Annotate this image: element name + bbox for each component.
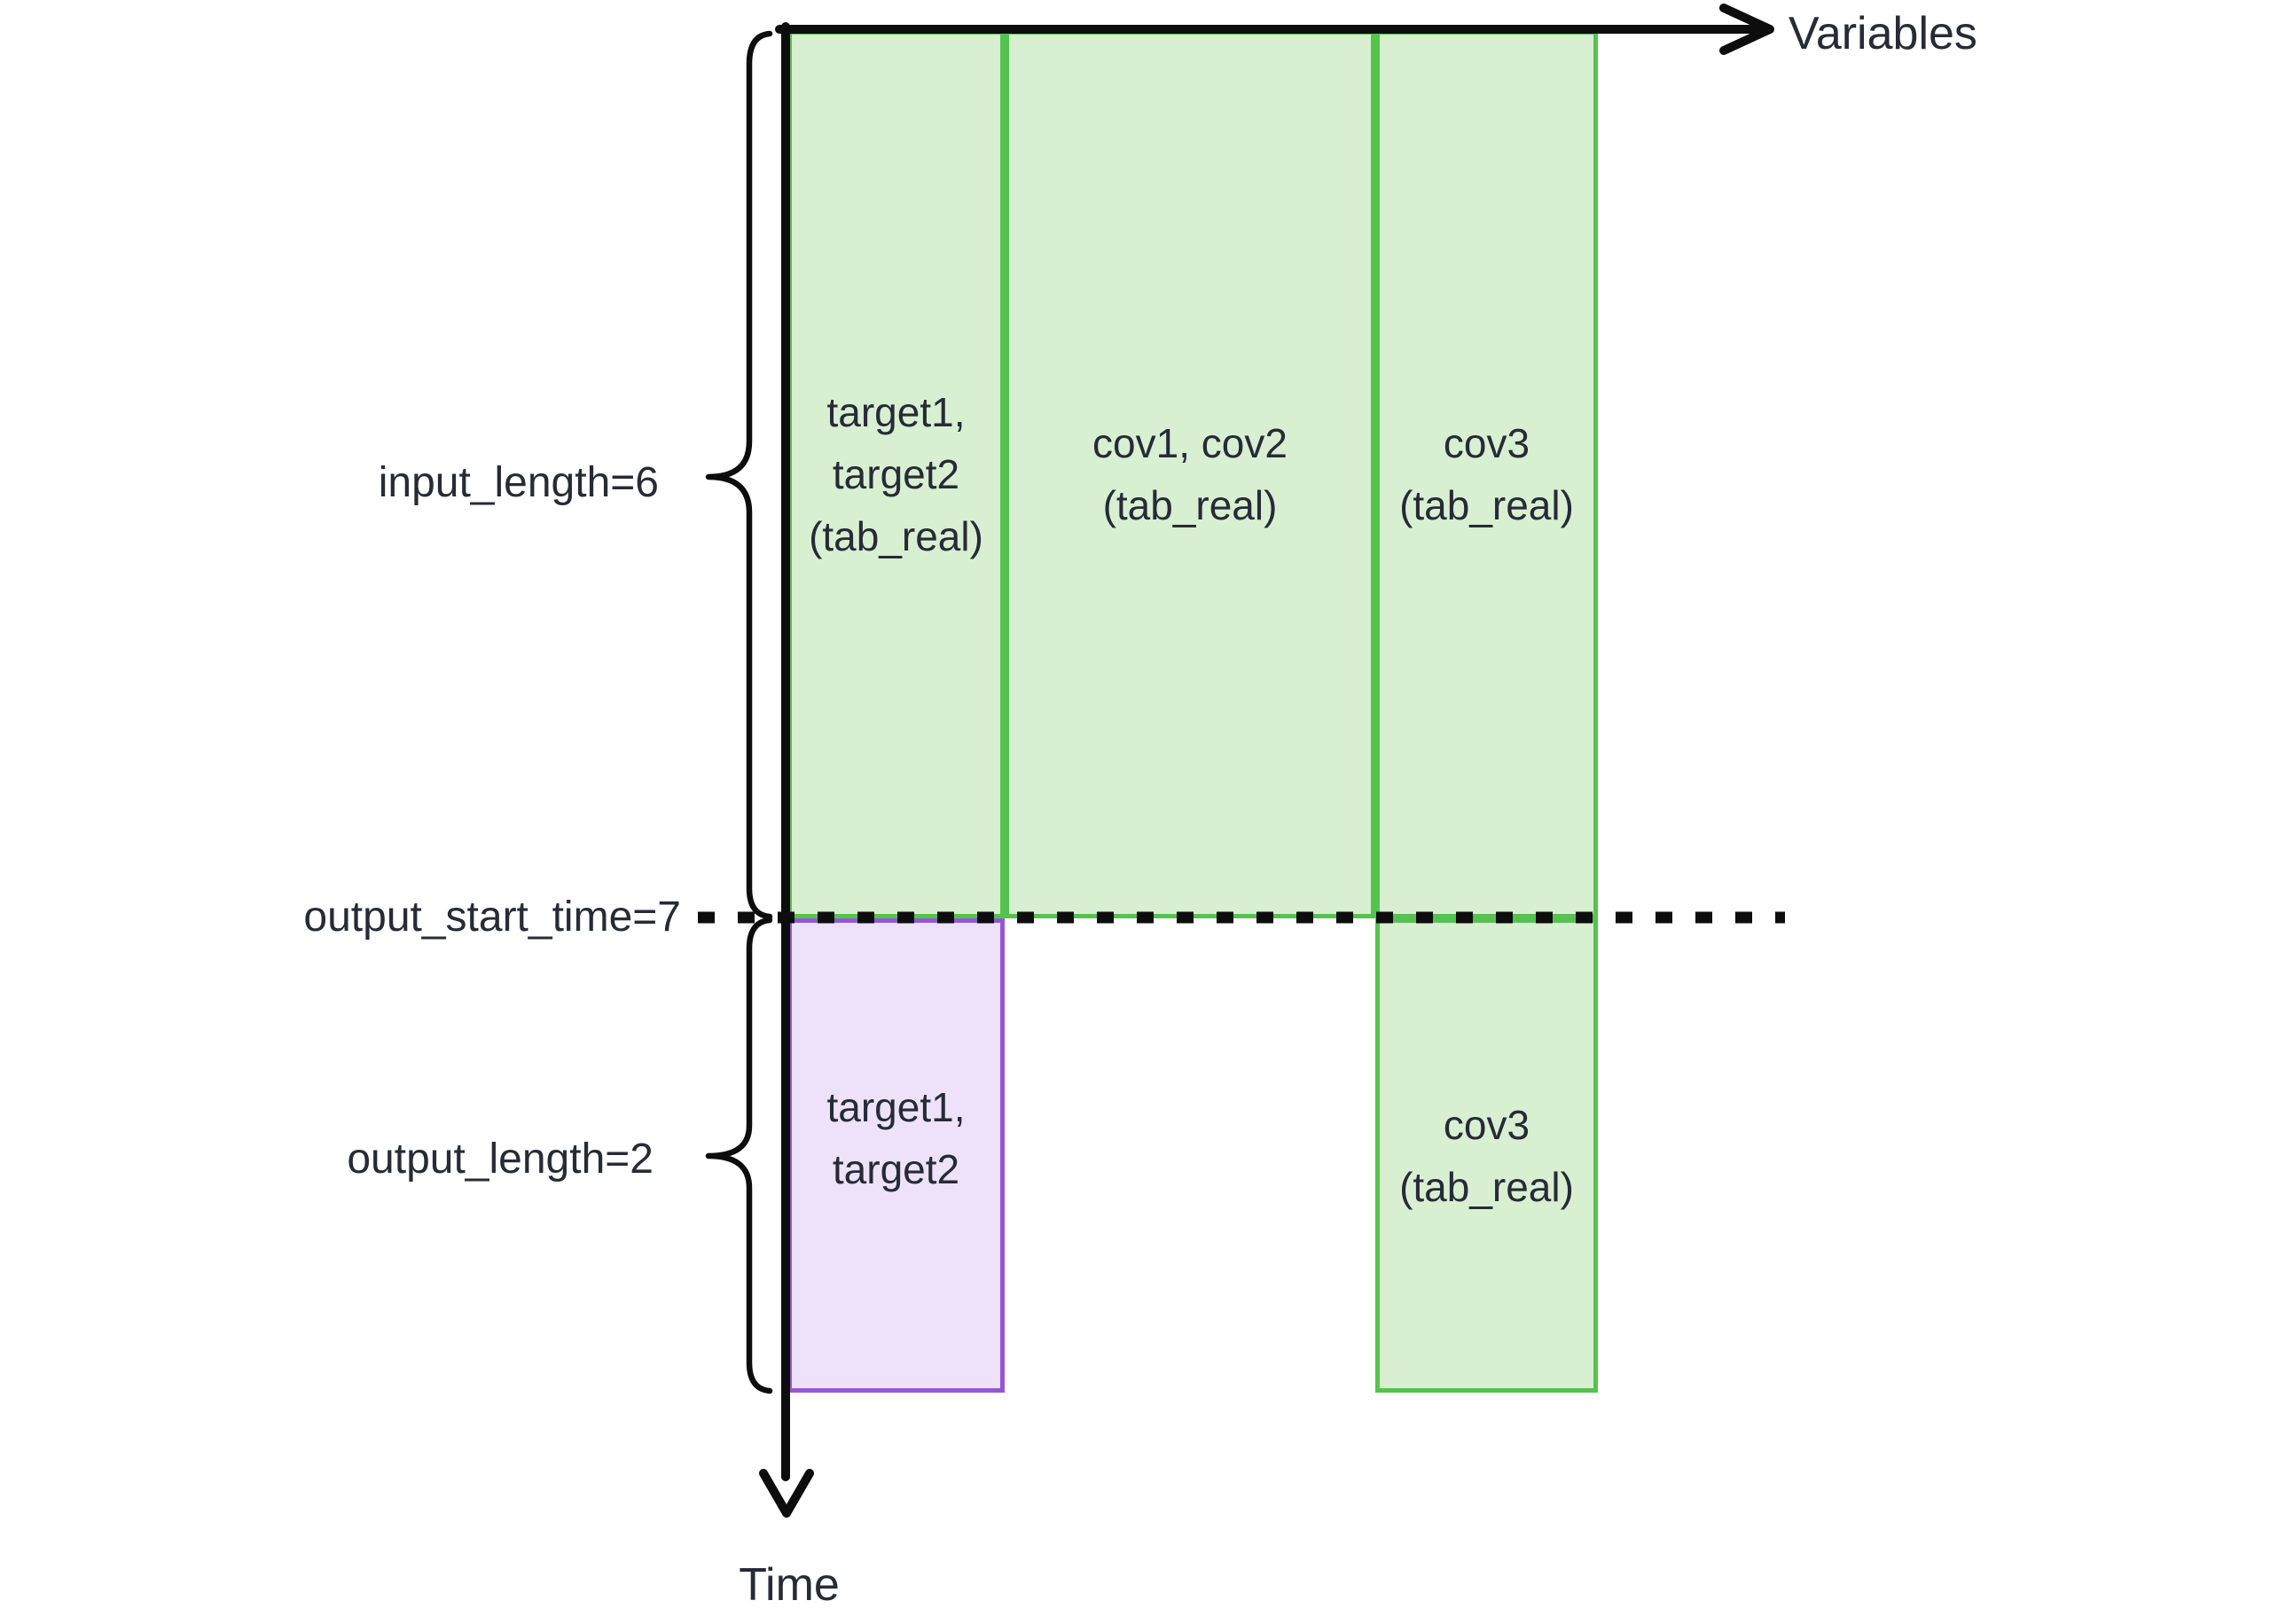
y-axis-label: Time xyxy=(739,1559,840,1611)
input-cov3-box: cov3 (tab_real) xyxy=(1375,30,1598,918)
output-length-label: output_length=2 xyxy=(347,1136,654,1183)
output-length-brace xyxy=(705,917,773,1394)
input-length-label: input_length=6 xyxy=(378,459,659,506)
output-targets-label: target1, target2 xyxy=(826,1083,966,1192)
y-axis-arrowhead-icon xyxy=(759,1469,814,1518)
x-axis-arrowhead-icon xyxy=(1719,4,1774,55)
input-targets-label: target1, target2 (tab_real) xyxy=(809,389,983,559)
output-targets-box: target1, target2 xyxy=(787,918,1005,1393)
x-axis-label: Variables xyxy=(1789,8,1977,59)
input-cov1-cov2-box: cov1, cov2 (tab_real) xyxy=(1005,30,1375,918)
input-cov1-cov2-label: cov1, cov2 (tab_real) xyxy=(1092,420,1288,528)
input-cov3-label: cov3 (tab_real) xyxy=(1399,420,1574,528)
input-targets-box: target1, target2 (tab_real) xyxy=(787,30,1005,918)
output-cov3-label: cov3 (tab_real) xyxy=(1399,1101,1574,1210)
output-start-time-label: output_start_time=7 xyxy=(303,894,681,941)
output-cov3-box: cov3 (tab_real) xyxy=(1375,918,1598,1393)
input-length-brace xyxy=(705,30,773,920)
